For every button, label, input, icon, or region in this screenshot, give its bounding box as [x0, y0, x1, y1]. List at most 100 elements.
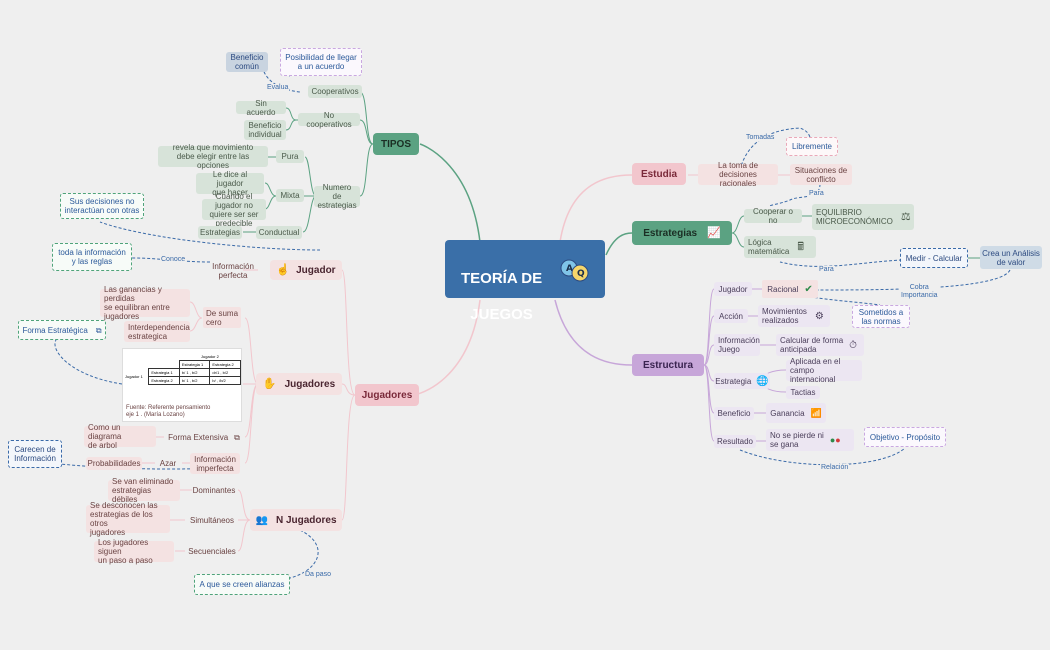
- ganancia-node[interactable]: Ganancia 📶: [766, 403, 826, 423]
- no-pierde-node[interactable]: No se pierde ni se gana ●●: [766, 429, 854, 451]
- scale-icon: ⚖: [900, 210, 911, 223]
- beneficio-individual-node[interactable]: Beneficio individual: [244, 120, 286, 140]
- movimientos-node[interactable]: Movimientos realizados ⚙: [758, 305, 830, 327]
- interdependencia-node[interactable]: Interdependencia estrategica: [124, 321, 190, 342]
- estructura-node[interactable]: Estructura: [632, 354, 704, 376]
- group-icon: 👥: [255, 514, 268, 526]
- jugadores-sub-label: Jugadores: [284, 378, 336, 390]
- resultado-node[interactable]: Resultado: [714, 435, 756, 448]
- calcular-label: Calcular de forma anticipada: [780, 336, 844, 354]
- simultaneos-node[interactable]: Simultáneos: [189, 516, 235, 525]
- n-jugadores-label: N Jugadores: [275, 514, 337, 526]
- jugadores-sub-node[interactable]: ✋ Jugadores: [256, 373, 342, 395]
- simultaneos-desc-node[interactable]: Se desconocen las estrategias de los otr…: [86, 501, 170, 537]
- secuenciales-node[interactable]: Secuenciales: [188, 547, 236, 556]
- posibilidad-acuerdo-node[interactable]: Posibilidad de llegar a un acuerdo: [280, 48, 362, 76]
- pura-node[interactable]: Pura: [276, 150, 304, 163]
- tactias-node[interactable]: Tactias: [786, 386, 820, 399]
- external-link-icon-2: ⧉: [234, 433, 240, 442]
- secuenciales-desc-node[interactable]: Los jugadores siguen un paso a paso: [94, 538, 174, 565]
- estrategia-label: Estrategia: [715, 376, 752, 386]
- equilibrio-node[interactable]: EQUILIBRIO MICROECONÓMICO ⚖: [812, 204, 914, 230]
- logica-node[interactable]: Lógica matemática 🖩: [744, 236, 816, 258]
- da-paso-label: Da paso: [304, 571, 333, 578]
- sometidos-node[interactable]: Sometidos a las normas: [852, 305, 910, 328]
- mixta-desc1-node[interactable]: Le dice al jugador que hacer: [196, 170, 264, 197]
- para-label-2: Para: [818, 266, 835, 273]
- jugador-node[interactable]: ☝ Jugador: [270, 260, 342, 280]
- forma-extensiva-node[interactable]: Forma Extensiva ⧉: [164, 431, 244, 444]
- estrategias-node[interactable]: Estrategias 📈: [632, 221, 732, 245]
- col-header-2: Estrategia 2: [209, 360, 241, 369]
- conoce-label: Conoce: [160, 256, 187, 263]
- no-cooperativos-node[interactable]: No cooperativos: [298, 111, 360, 129]
- cell-1-2: dr/1 , b/2: [209, 368, 241, 377]
- cell-1-1: b/ 1 , b/2: [178, 368, 211, 377]
- crea-analisis-node[interactable]: Crea un Análisis de valor: [980, 246, 1042, 269]
- sus-decisiones-node[interactable]: Sus decisiones no interactúan con otras: [60, 193, 144, 219]
- dominantes-node[interactable]: Dominantes: [192, 486, 236, 495]
- cell-2-2: b/ , /b/2: [209, 376, 241, 385]
- conductual-node[interactable]: Conductual: [256, 226, 302, 239]
- racional-node[interactable]: Racional ✔: [762, 280, 818, 298]
- evalua-label: Evalua: [266, 84, 290, 91]
- probabilidades-node[interactable]: Probabilidades: [86, 457, 142, 470]
- row-header: Jugador 1: [125, 374, 143, 379]
- azar-node[interactable]: Azar: [159, 459, 177, 468]
- bar-chart-icon: 📶: [810, 407, 822, 418]
- libremente-node[interactable]: Libremente: [786, 137, 838, 156]
- situaciones-node[interactable]: Situaciones de conflicto: [790, 164, 852, 185]
- racional-label: Racional: [767, 284, 799, 294]
- jugadores-node[interactable]: Jugadores: [355, 384, 419, 406]
- info-imperfecta-node[interactable]: Información imperfecta: [190, 453, 240, 474]
- aplicada-node[interactable]: Aplicada en el campo internacional: [786, 357, 862, 384]
- movimientos-label: Movimientos realizados: [762, 307, 807, 325]
- de-suma-cero-node[interactable]: De suma cero: [203, 307, 241, 328]
- tomadas-label: Tomadas: [745, 134, 776, 141]
- central-title-line2: JUEGOS: [470, 306, 533, 323]
- pura-desc-node[interactable]: revela que movimiento debe elegir entre …: [158, 143, 268, 170]
- cooperar-node[interactable]: Cooperar o no: [744, 207, 802, 225]
- stopwatch-icon: ⏱: [849, 339, 857, 351]
- calcular-node[interactable]: Calcular de forma anticipada ⏱: [776, 334, 864, 356]
- dominantes-desc-node[interactable]: Se van eliminado estrategias débiles: [108, 477, 180, 504]
- forma-estrategica-label: Forma Estratégica: [22, 325, 88, 335]
- mixta-desc2-node[interactable]: Cuando el jugador no quiere ser ser pred…: [202, 192, 266, 228]
- accion-node[interactable]: Acción: [714, 309, 748, 323]
- row-label-1: Estrategia 1: [148, 368, 180, 377]
- svg-text:A: A: [566, 264, 573, 274]
- numero-estrategias-node[interactable]: Numero de estrategias: [314, 183, 360, 210]
- logica-label: Lógica matemática: [748, 238, 790, 256]
- beneficio-comun-node[interactable]: Beneficio común: [226, 52, 268, 72]
- row-label-2: Estrategia 2: [148, 376, 180, 385]
- como-diagrama-node[interactable]: Como un diagrama de arbol: [84, 423, 156, 450]
- toda-info-node[interactable]: toda la información y las reglas: [52, 243, 132, 271]
- estudia-node[interactable]: Estudia: [632, 163, 686, 185]
- ganancias-node[interactable]: Las ganancias y perdidas se equilibran e…: [100, 285, 190, 321]
- tipos-node[interactable]: TIPOS: [373, 133, 419, 155]
- beneficio-node[interactable]: Beneficio: [714, 407, 754, 420]
- medir-node[interactable]: Medir - Calcular: [900, 248, 968, 268]
- carecen-node[interactable]: Carecen de Información: [8, 440, 62, 468]
- forma-estrategica-node[interactable]: Forma Estratégica ⧉: [18, 320, 106, 340]
- estructura-jugador-node[interactable]: Jugador: [714, 282, 752, 296]
- gears-icon: ⚙: [814, 310, 824, 322]
- ganancia-label: Ganancia: [770, 408, 805, 418]
- info-perfecta-node[interactable]: Información perfecta: [212, 262, 254, 280]
- objetivo-node[interactable]: Objetivo - Propósito: [864, 427, 946, 447]
- svg-text:Q: Q: [577, 269, 585, 279]
- estrategias-label: Estrategias: [643, 227, 698, 239]
- estrategia-node[interactable]: Estrategia 🌐: [714, 373, 770, 389]
- calculator-icon: 🖩: [797, 240, 804, 253]
- equilibrio-label: EQUILIBRIO MICROECONÓMICO: [816, 208, 893, 226]
- sin-acuerdo-node[interactable]: Sin acuerdo: [236, 99, 286, 117]
- info-juego-node[interactable]: Información Juego: [714, 334, 760, 356]
- estrategias-tipo-node[interactable]: Estrategias: [198, 226, 242, 239]
- alianzas-node[interactable]: A que se creen alianzas: [194, 574, 290, 595]
- cooperativos-node[interactable]: Cooperativos: [308, 85, 362, 98]
- mixta-node[interactable]: Mixta: [276, 189, 304, 202]
- toma-decisiones-node[interactable]: La toma de decisiones racionales: [698, 161, 778, 188]
- n-jugadores-node[interactable]: 👥 N Jugadores: [250, 509, 342, 531]
